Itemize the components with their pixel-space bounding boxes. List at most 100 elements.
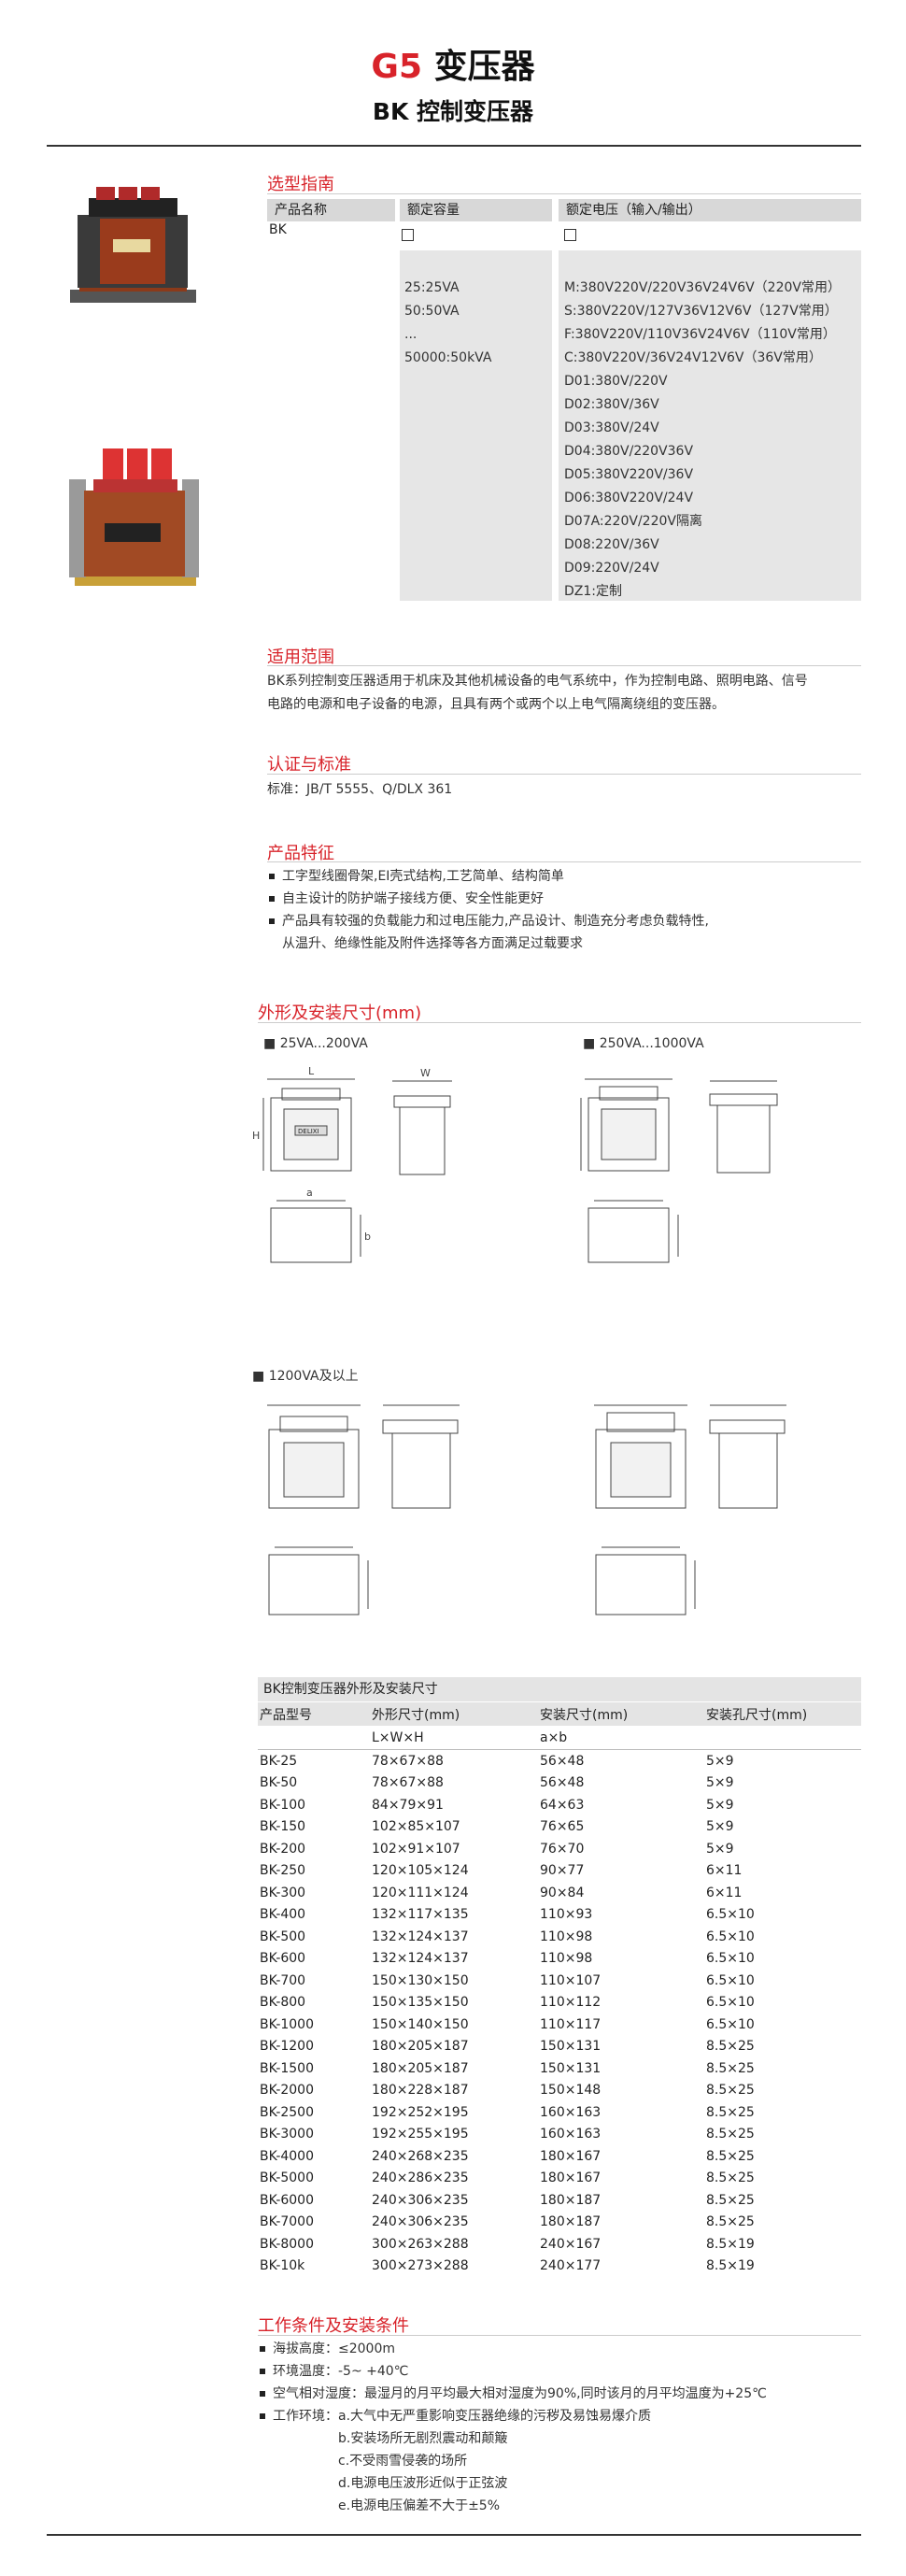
table-cell: 8.5×19 (706, 2236, 755, 2252)
series-code: G5 (371, 48, 423, 86)
page-title: G5 变压器 (0, 39, 906, 88)
voltage-list: M:380V220V/220V36V24V6V（220V常用） S:380V22… (564, 277, 841, 604)
table-cell: 240×306×235 (372, 2192, 469, 2208)
feature-continuation: 从温升、绝缘性能及附件选择等各方面满足过载要求 (282, 936, 583, 951)
selection-header-product: 产品名称 (267, 199, 395, 221)
table-cell: 64×63 (540, 1797, 585, 1813)
table-cell: BK-1000 (260, 2016, 314, 2032)
condition-subitem: e.电源电压偏差不大于±5% (338, 2498, 501, 2513)
table-cell: BK-200 (260, 1841, 306, 1857)
dim-table-subheader: L×W×H a×b (258, 1726, 861, 1750)
label-L: L (308, 1065, 315, 1077)
standard-text: 标准：JB/T 5555、Q/DLX 361 (267, 782, 453, 797)
table-cell: 180×228×187 (372, 2083, 469, 2099)
table-cell: BK-800 (260, 1995, 306, 2011)
table-cell: 8.5×25 (706, 2127, 755, 2142)
table-cell: 110×112 (540, 1995, 602, 2011)
voltage-item: C:380V220V/36V24V12V6V（36V常用） (564, 350, 822, 365)
product-image-large (56, 434, 210, 603)
table-cell: 110×98 (540, 1951, 593, 1967)
table-cell: 6.5×10 (706, 1972, 755, 1988)
table-cell: 5×9 (706, 1797, 734, 1813)
table-cell: BK-2000 (260, 2083, 314, 2099)
table-cell: 102×91×107 (372, 1841, 460, 1857)
table-cell: 132×124×137 (372, 1928, 469, 1944)
dim-group-3-label: ■ 1200VA及以上 (252, 1369, 359, 1384)
table-cell: 78×67×88 (372, 1753, 444, 1769)
feature-item: 产品具有较强的负载能力和过电压能力,产品设计、制造充分考虑负载特性, (267, 910, 709, 932)
dim-table-header-cell: 安装孔尺寸(mm) (704, 1702, 861, 1726)
dim-group-2-text: 250VA...1000VA (599, 1036, 704, 1051)
table-cell: 180×187 (540, 2214, 602, 2230)
condition-item: 海拔高度：≤2000m (258, 2338, 767, 2360)
table-cell: 180×167 (540, 2148, 602, 2164)
condition-subitem: b.安装场所无剧烈震动和颠簸 (338, 2431, 508, 2446)
table-cell: 160×163 (540, 2104, 602, 2120)
dim-drawing-group3-a (252, 1392, 532, 1639)
table-cell: 150×131 (540, 2060, 602, 2076)
voltage-column-bg (559, 250, 861, 601)
dim-group-1-text: 25VA...200VA (279, 1036, 368, 1051)
capacity-list: 25:25VA 50:50VA ... 50000:50kVA (404, 277, 491, 370)
table-cell: 180×205×187 (372, 2060, 469, 2076)
table-cell: BK-3000 (260, 2127, 314, 2142)
table-cell: 150×140×150 (372, 2016, 469, 2032)
table-cell: 110×117 (540, 2016, 602, 2032)
voltage-item: S:380V220V/127V36V12V6V（127V常用） (564, 304, 838, 319)
capacity-checkbox[interactable] (402, 225, 414, 243)
dimensions-title: 外形及安装尺寸(mm) (258, 1003, 422, 1023)
dim-table-subheader-cell: a×b (538, 1726, 704, 1750)
label-b: b (364, 1231, 371, 1243)
table-cell: 76×70 (540, 1841, 585, 1857)
table-cell: 102×85×107 (372, 1819, 460, 1835)
table-cell: 120×111×124 (372, 1885, 469, 1900)
table-cell: BK-400 (260, 1907, 306, 1923)
table-cell: 132×124×137 (372, 1951, 469, 1967)
standard-title: 认证与标准 (267, 755, 351, 775)
table-cell: BK-4000 (260, 2148, 314, 2164)
voltage-item: F:380V220V/110V36V24V6V（110V常用） (564, 327, 836, 342)
dim-table-header: 产品型号 外形尺寸(mm) 安装尺寸(mm) 安装孔尺寸(mm) (258, 1702, 861, 1726)
table-cell: 110×98 (540, 1928, 593, 1944)
label-a: a (306, 1187, 313, 1199)
condition-item: 空气相对湿度：最湿月的月平均最大相对湿度为90%,同时该月的月平均温度为+25℃ (258, 2383, 767, 2405)
table-cell: 180×205×187 (372, 2039, 469, 2055)
table-cell: 8.5×25 (706, 2060, 755, 2076)
dim-drawing-group3-b (579, 1392, 859, 1639)
table-cell: 8.5×25 (706, 2192, 755, 2208)
table-cell: 8.5×25 (706, 2214, 755, 2230)
table-cell: 90×84 (540, 1885, 585, 1900)
condition-item: 工作环境：a.大气中无严重影响变压器绝缘的污秽及易蚀易爆介质 (258, 2405, 767, 2427)
selection-header-capacity: 额定容量 (400, 199, 552, 221)
voltage-item: D08:220V/36V (564, 537, 659, 552)
voltage-checkbox[interactable] (564, 225, 576, 243)
table-cell: BK-700 (260, 1972, 306, 1988)
dimensions-title-line (258, 1022, 861, 1023)
table-cell: 240×268×235 (372, 2148, 469, 2164)
table-cell: BK-7000 (260, 2214, 314, 2230)
table-cell: BK-1200 (260, 2039, 314, 2055)
voltage-item: D04:380V/220V36V (564, 444, 694, 459)
voltage-item: D06:380V220V/24V (564, 491, 694, 505)
table-cell: BK-100 (260, 1797, 306, 1813)
table-cell: 110×107 (540, 1972, 602, 1988)
table-cell: 180×167 (540, 2170, 602, 2186)
table-cell: BK-500 (260, 1928, 306, 1944)
table-cell: BK-50 (260, 1775, 298, 1791)
table-cell: 6.5×10 (706, 1951, 755, 1967)
table-cell: 240×167 (540, 2236, 602, 2252)
table-cell: 8.5×25 (706, 2148, 755, 2164)
table-cell: 8.5×25 (706, 2104, 755, 2120)
features-list: 工字型线圈骨架,EI壳式结构,工艺简单、结构简单 自主设计的防护端子接线方便、安… (267, 865, 709, 932)
dim-table-caption: BK控制变压器外形及安装尺寸 (258, 1677, 861, 1701)
voltage-item: M:380V220V/220V36V24V6V（220V常用） (564, 280, 841, 295)
